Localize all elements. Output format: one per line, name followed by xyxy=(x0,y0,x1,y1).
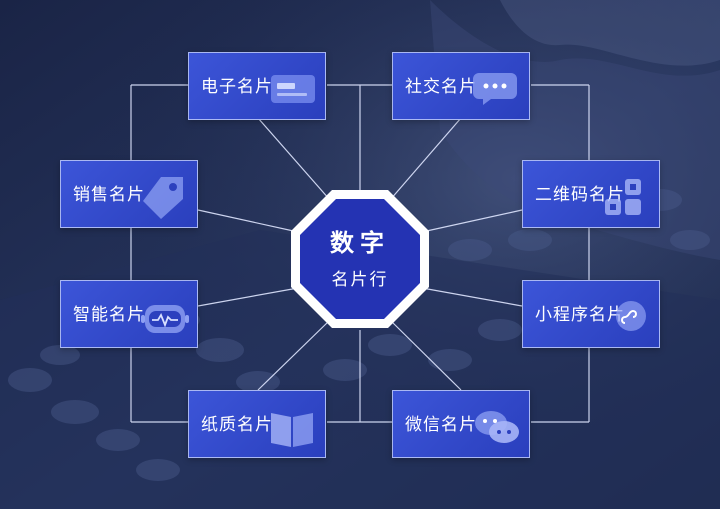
hub-subtitle: 名片行 xyxy=(331,270,389,290)
card-sales: 销售名片 xyxy=(60,160,198,228)
hub-octagon-shape xyxy=(291,190,429,328)
hub-octagon: 数字 名片行 xyxy=(288,187,432,331)
card-wechat: 微信名片 xyxy=(392,390,530,458)
card-social: 社交名片 xyxy=(392,52,530,120)
card-electronic: 电子名片 xyxy=(188,52,326,120)
wechat-icon xyxy=(471,401,523,451)
card-icon xyxy=(267,63,319,113)
price-tag-icon xyxy=(139,171,191,221)
qr-code-icon xyxy=(601,171,653,221)
card-smart: 智能名片 xyxy=(60,280,198,348)
card-qrcode: 二维码名片 xyxy=(522,160,660,228)
card-qrcode-label: 二维码名片 xyxy=(535,185,625,205)
card-electronic-label: 电子名片 xyxy=(201,77,273,97)
hub-title: 数字 xyxy=(330,229,390,257)
chat-bubble-icon xyxy=(471,63,523,113)
card-paper: 纸质名片 xyxy=(188,390,326,458)
card-smart-label: 智能名片 xyxy=(73,305,145,325)
book-icon xyxy=(267,401,319,451)
card-wechat-label: 微信名片 xyxy=(405,415,477,435)
card-sales-label: 销售名片 xyxy=(73,185,145,205)
card-miniapp-label: 小程序名片 xyxy=(535,305,625,325)
robot-icon xyxy=(139,291,191,341)
mini-program-icon xyxy=(601,291,653,341)
card-social-label: 社交名片 xyxy=(405,77,477,97)
card-miniapp: 小程序名片 xyxy=(522,280,660,348)
card-paper-label: 纸质名片 xyxy=(201,415,273,435)
